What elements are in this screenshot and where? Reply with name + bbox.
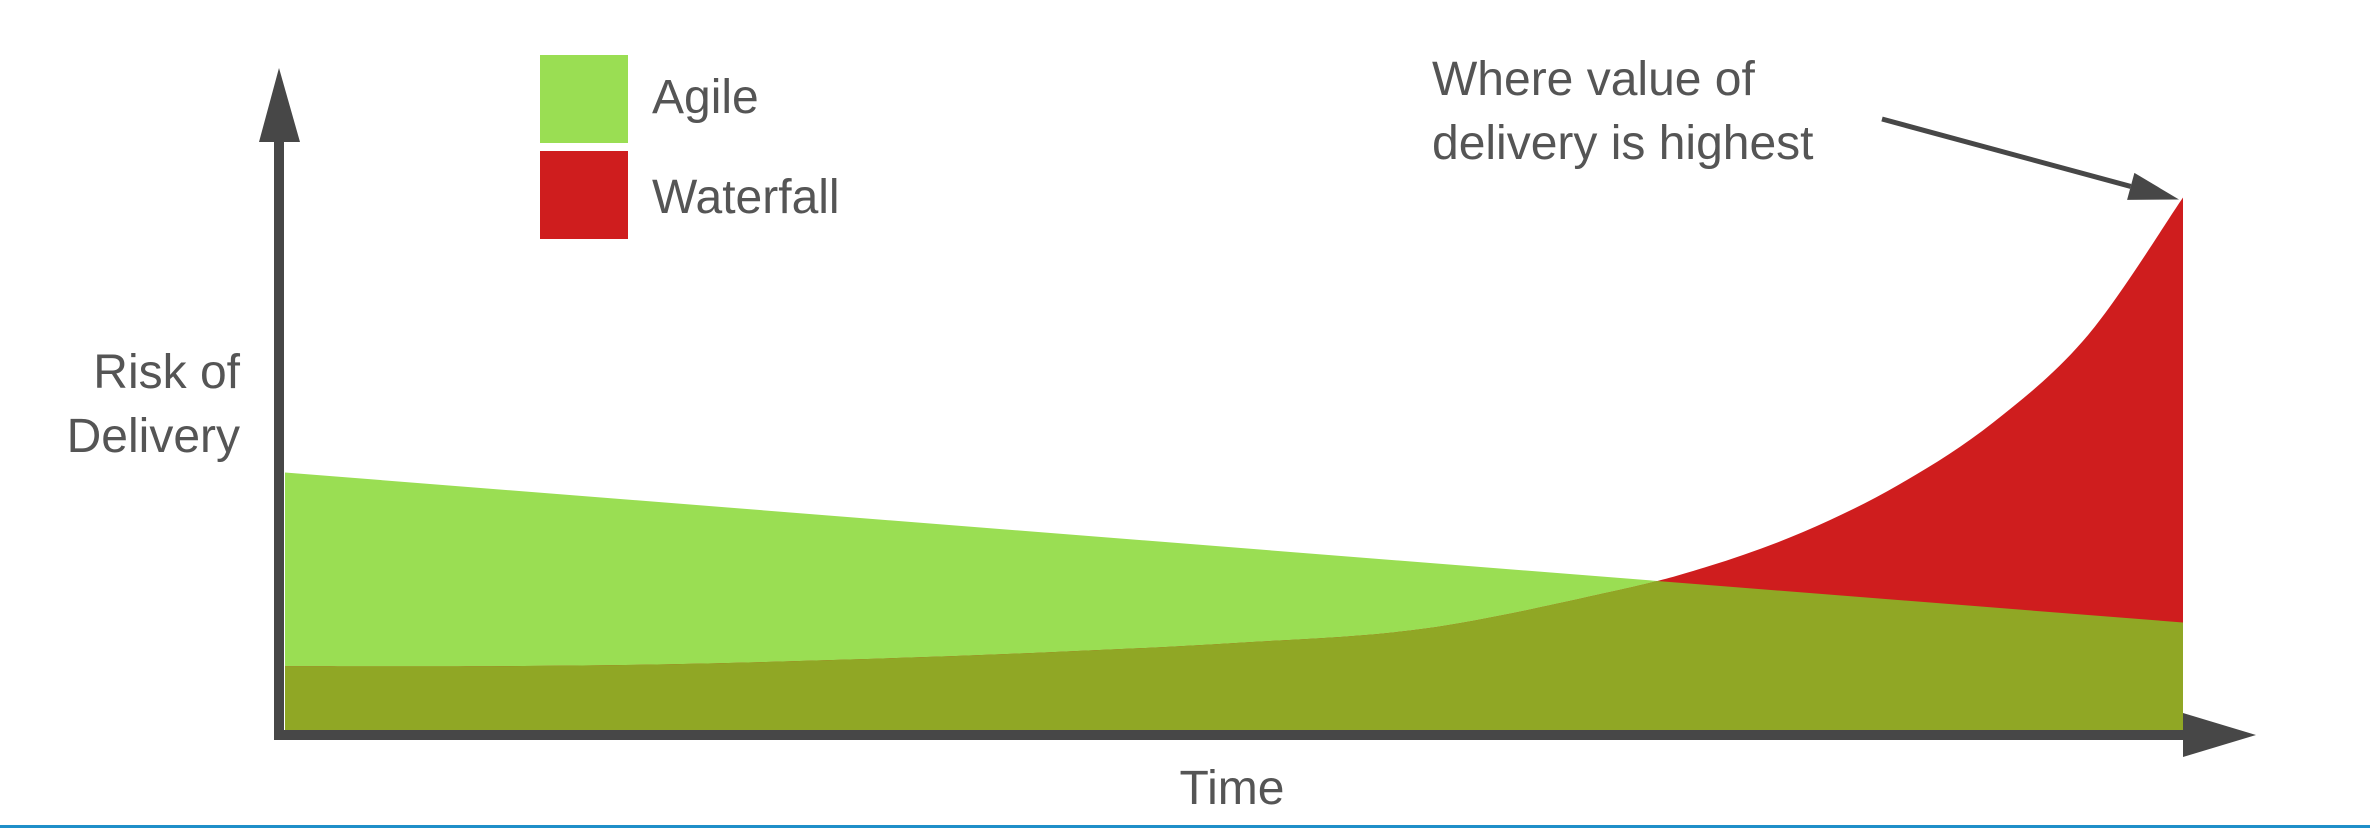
y-axis-label-line-1: Risk of: [93, 346, 240, 399]
y-axis-arrowhead: [259, 68, 300, 142]
annotation-line-2: delivery is highest: [1432, 117, 1814, 170]
series-overlap-area: [285, 472, 2183, 735]
annotation-line-1: Where value of: [1432, 53, 1755, 106]
bottom-rule: [0, 825, 2370, 828]
legend-swatch-waterfall: [540, 151, 628, 239]
legend-label-waterfall: Waterfall: [652, 171, 840, 224]
x-axis-label: Time: [1180, 762, 1285, 815]
annotation-arrow-line: [1881, 116, 2132, 189]
legend-label-agile: Agile: [652, 71, 759, 124]
annotation-arrowhead: [2127, 172, 2179, 200]
legend-swatch-agile: [540, 55, 628, 143]
x-axis-arrowhead: [2183, 713, 2256, 757]
y-axis-label-line-2: Delivery: [67, 410, 240, 463]
